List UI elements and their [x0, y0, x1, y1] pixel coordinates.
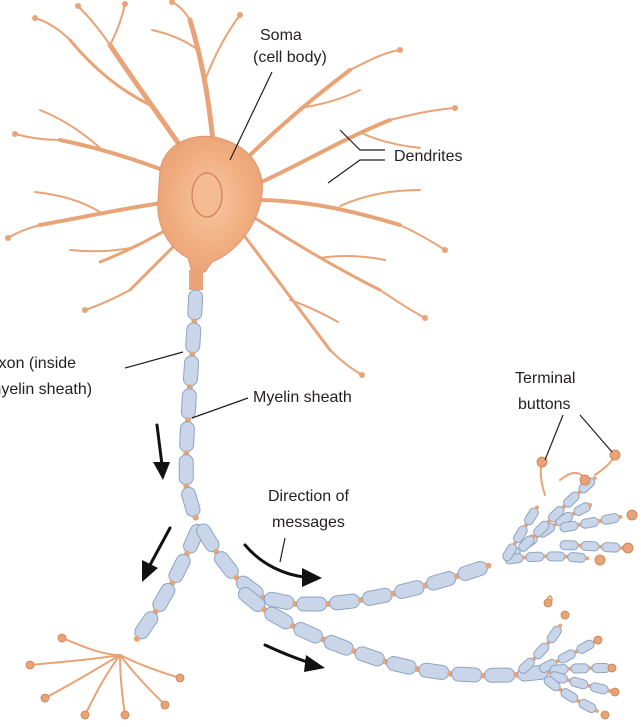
node-of-ranvier [192, 514, 199, 521]
soma [157, 135, 263, 273]
soma-label-line2: (cell body) [253, 49, 327, 66]
myelin-segment [179, 421, 195, 453]
direction-label-line1: Direction of [268, 488, 349, 505]
node-of-ranvier [564, 554, 569, 559]
myelin-segment [591, 663, 611, 674]
myelin-segment [386, 656, 417, 675]
myelin-sheath-segments [133, 289, 624, 714]
leader-lines [124, 71, 613, 563]
myelin-segment [182, 355, 200, 387]
labels: Soma (cell body) Dendrites Axon (inside … [0, 27, 575, 531]
myelin-segment [589, 682, 609, 695]
axon [189, 270, 203, 290]
myelin-segment [567, 552, 587, 563]
node-of-ranvier [607, 688, 612, 693]
myelin-segment [576, 639, 595, 654]
myelin-segment [187, 289, 204, 321]
arrow-down-right [263, 643, 312, 665]
myelin-segment [580, 540, 600, 552]
soma-label-line1: Soma [260, 27, 302, 44]
node-of-ranvier [534, 505, 539, 510]
node-of-ranvier [598, 544, 603, 549]
myelin-segment [185, 322, 202, 354]
node-of-ranvier [588, 666, 593, 671]
myelin-segment [418, 662, 450, 680]
node-of-ranvier [133, 635, 140, 642]
node-of-ranvier [619, 545, 624, 550]
node-of-ranvier [577, 543, 582, 548]
nucleus [191, 172, 223, 218]
arrow-down [155, 423, 164, 467]
myelin-segment [296, 596, 328, 612]
myelin-segment [559, 540, 579, 551]
terminal-buttons-label-line1: Terminal [515, 370, 575, 387]
myelin-segment [178, 454, 194, 486]
myelin-segment [570, 663, 590, 674]
myelin-segment [457, 560, 488, 581]
upper-terminal-branches [536, 449, 638, 566]
node-of-ranvier [485, 562, 492, 569]
node-of-ranvier [618, 514, 623, 519]
myelin-segment [426, 571, 457, 591]
myelin-segment [180, 388, 197, 420]
myelin-segment [354, 646, 385, 667]
node-of-ranvier [592, 476, 597, 481]
myelin-segment [557, 649, 576, 664]
lower-terminal-branches [543, 595, 620, 720]
myelin-segment [451, 666, 483, 683]
terminal-buttons-label-line2: buttons [518, 396, 570, 413]
myelin-segment [329, 593, 361, 611]
myelin-segment [600, 513, 620, 525]
dendrites-label: Dendrites [394, 148, 462, 165]
node-of-ranvier [594, 708, 599, 713]
myelin-segment [546, 551, 566, 562]
myelin-segment [323, 634, 354, 656]
axon-label-line1: Axon (inside [0, 355, 76, 372]
axon-label-line2: myelin sheath) [0, 381, 92, 398]
myelin-segment [181, 486, 201, 518]
arrow-curved-right [243, 543, 307, 579]
node-of-ranvier [543, 554, 548, 559]
myelin-segment [293, 622, 324, 644]
myelin-segment [601, 542, 621, 553]
myelin-segment [484, 667, 516, 683]
myelin-segment [580, 517, 599, 529]
myelin-segment [361, 587, 393, 606]
myelin-sheath-label: Myelin sheath [253, 389, 352, 406]
myelin-segment [168, 553, 191, 584]
node-of-ranvier [567, 666, 572, 671]
direction-label-line2: messages [272, 514, 345, 531]
myelin-segment [569, 676, 589, 690]
myelin-segment [525, 551, 545, 563]
node-of-ranvier [588, 503, 592, 507]
myelin-segment [394, 580, 425, 600]
node-of-ranvier [558, 623, 563, 628]
direction-arrows [142, 423, 325, 672]
node-of-ranvier [585, 556, 590, 561]
node-of-ranvier [522, 555, 527, 560]
arrow-down-left [148, 526, 172, 567]
left-terminal-branches [25, 633, 185, 720]
myelin-segment [578, 698, 597, 714]
